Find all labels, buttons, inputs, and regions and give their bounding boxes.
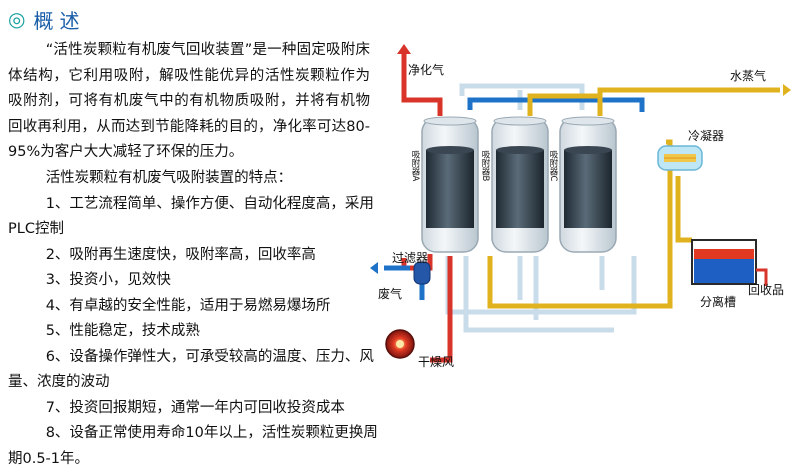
feature-item: 4、有卓越的安全性能，适用于易燃易爆场所 [45,297,331,314]
filter-label: 过滤器 [392,251,428,265]
bullet-circle-icon: ◎ [8,7,26,31]
intro-paragraph: “活性炭颗粒有机废气回收装置”是一种固定吸附床体结构，它利用吸附，解吸性能优异的… [8,38,370,166]
yellow-pipe [487,87,780,309]
clean-gas-label: 净化气 [408,62,444,77]
adsorber-C-label: 吸附器C [548,150,558,182]
recovered-label: 回收品 [748,283,784,297]
section-heading: ◎ 概述 [8,6,86,33]
process-diagram: 吸附器A 吸附器B 吸附器C 净化气 水蒸气 冷凝器 过滤器 废气 回收品 分离… [370,44,791,369]
condenser [657,145,703,171]
feature-item: 8、设备正常使用寿命10年以上，活性炭颗粒更换周期0.5-1年。 [8,425,378,467]
condenser-label: 冷凝器 [688,128,724,143]
features-subtitle: 活性炭颗粒有机废气吸附装置的特点： [45,170,293,186]
filter [413,261,431,285]
clean-gas-arrow [397,44,411,54]
feature-item: 2、吸附再生速度快，吸附率高，回收率高 [45,246,316,263]
separator-tank [691,239,768,286]
adsorber-B-label: 吸附器B [480,150,490,182]
adsorber-B [491,116,549,253]
steam-arrow [783,84,791,96]
adsorber-A [421,116,479,253]
dry-air-fan [385,329,415,359]
dry-air-label: 干燥风 [418,355,454,369]
waste-gas-arrow [370,262,378,274]
waste-gas-label: 废气 [378,286,402,301]
section-title: 概述 [33,8,86,33]
features-list: 活性炭颗粒有机废气吸附装置的特点： 1、工艺流程简单、操作方便、自动化程度高，采… [8,166,383,472]
adsorber-C [559,116,617,253]
feature-item: 6、设备操作弹性大，可承受较高的温度、压力、风量、浓度的波动 [8,348,374,391]
feature-item: 3、投资小，见效快 [45,272,171,288]
steam-label: 水蒸气 [730,68,766,83]
intro-text: “活性炭颗粒有机废气回收装置”是一种固定吸附床体结构，它利用吸附，解吸性能优异的… [8,42,370,160]
separator-label: 分离槽 [700,294,736,309]
feature-item: 1、工艺流程简单、操作方便、自动化程度高，采用PLC控制 [8,195,374,238]
feature-item: 7、投资回报期短，通常一年内可回收投资成本 [45,399,345,416]
feature-item: 5、性能稳定，技术成熟 [45,323,200,339]
adsorber-A-label: 吸附器A [410,150,420,182]
